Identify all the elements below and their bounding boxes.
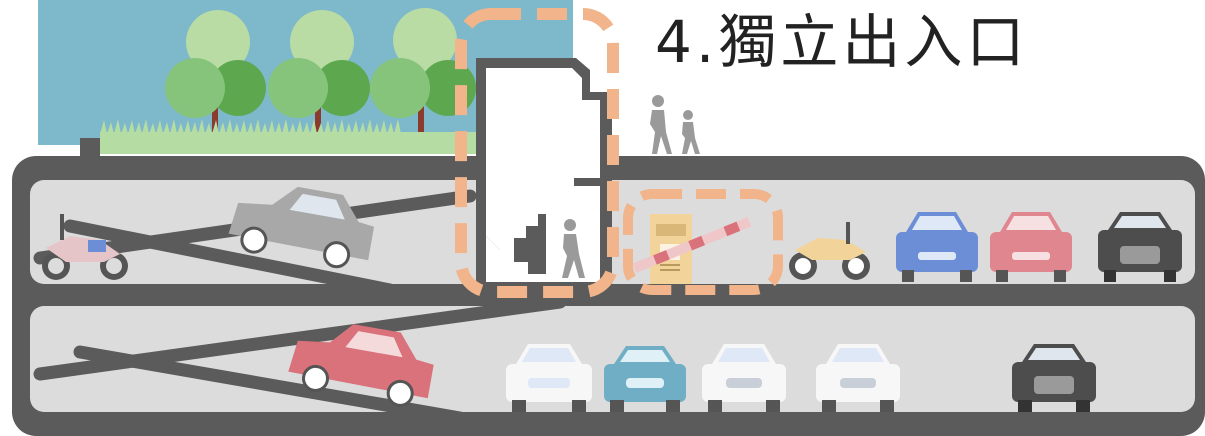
motorcycle-icon [42,214,128,280]
motorcycle-icon [789,222,870,280]
car-icon [702,344,786,412]
car-icon [816,344,900,412]
stair-tower [476,58,612,290]
car-icon [896,212,978,282]
highlight-stair-entrance [455,8,619,298]
car-icon [1098,212,1182,282]
pedestrian-icon [650,95,672,154]
parking-barrier-icon [632,217,752,273]
car-icon [288,324,434,407]
car-icon [604,346,686,412]
ground-post [80,138,100,160]
car-icon [506,344,592,412]
tree-icon [370,8,476,137]
pedestrian-icon [682,110,700,154]
page-title: 4.獨立出入口 [655,8,1029,76]
grass-strip [100,119,500,154]
car-icon [1012,344,1096,412]
tree-icon-group [165,8,476,137]
tree-icon [165,10,266,137]
highlight-parking-gate [623,189,783,295]
pedestrian-icon-group [562,95,700,278]
car-icon [990,212,1072,282]
staircase-icon [486,236,546,282]
car-icon [228,186,375,269]
pedestrian-icon [562,219,585,278]
tree-icon [268,10,370,137]
